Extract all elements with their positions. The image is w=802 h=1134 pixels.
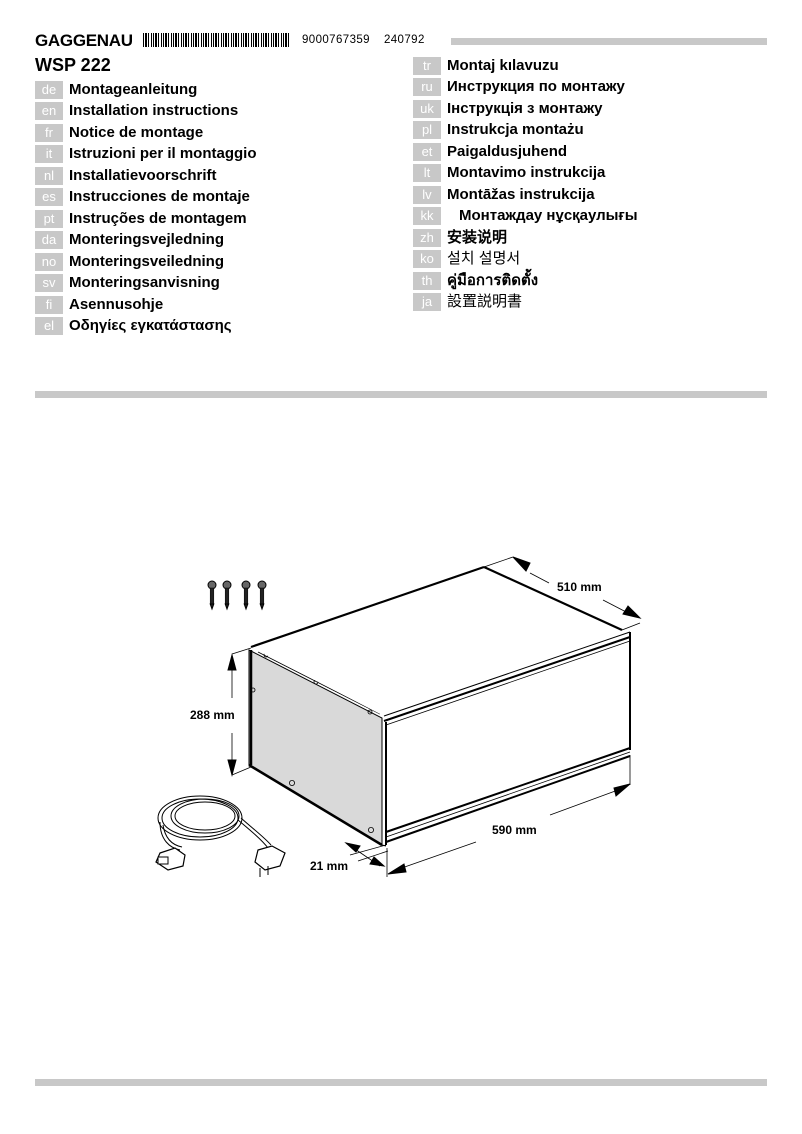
dimension-height-label: 288 mm [190, 708, 235, 722]
document-number: 9000767359 240792 [302, 33, 439, 47]
language-item-et: et Paigaldusjuhend [413, 141, 638, 163]
dimension-width-label: 590 mm [492, 823, 537, 837]
footer-separator [35, 1079, 767, 1086]
lang-title: Asennusohje [69, 295, 164, 313]
language-item-da: da Monteringsvejledning [35, 230, 257, 252]
lang-code-badge: th [413, 271, 441, 290]
language-item-th: th คู่มือการติดตั้ง [413, 270, 638, 292]
lang-title: 設置説明書 [447, 293, 523, 311]
lang-code-badge: lt [413, 164, 441, 183]
lang-code-badge: da [35, 231, 63, 250]
language-item-pl: pl Instrukcja montażu [413, 120, 638, 142]
brand-logo: GAGGENAU [35, 31, 133, 50]
language-item-fr: fr Notice de montage [35, 122, 257, 144]
language-item-el: el Οδηγίες εγκατάστασης [35, 316, 257, 338]
lang-code-badge: it [35, 145, 63, 164]
lang-title: Monteringsveiledning [69, 252, 225, 270]
language-item-fi: fi Asennusohje [35, 294, 257, 316]
lang-title: Οδηγίες εγκατάστασης [69, 317, 232, 335]
dimension-front-offset [344, 842, 389, 867]
language-item-pt: pt Instruções de montagem [35, 208, 257, 230]
dimension-offset-label: 21 mm [310, 859, 349, 873]
barcode [143, 33, 289, 47]
lang-code-badge: pl [413, 121, 441, 140]
language-item-uk: uk Інструкція з монтажу [413, 98, 638, 120]
lang-code-badge: tr [413, 56, 441, 75]
model-title: WSP 222 [35, 55, 111, 75]
lang-code-badge: kk [413, 207, 441, 226]
lang-title: Instruções de montagem [69, 209, 247, 227]
language-item-nl: nl Installatievoorschrift [35, 165, 257, 187]
lang-code-badge: pt [35, 209, 63, 228]
lang-code-badge: ru [413, 78, 441, 97]
lang-title: Notice de montage [69, 123, 204, 141]
language-item-ko: ko 설치 설명서 [413, 249, 638, 271]
lang-code-badge: en [35, 102, 63, 121]
language-item-it: it Istruzioni per il montaggio [35, 144, 257, 166]
lang-code-badge: es [35, 188, 63, 207]
lang-title: Instrucciones de montaje [69, 188, 250, 206]
dimension-depth-label: 510 mm [557, 580, 602, 594]
language-item-sv: sv Monteringsanvisning [35, 273, 257, 295]
lang-code-badge: ko [413, 250, 441, 269]
doc-date: 240792 [383, 34, 425, 46]
language-item-kk: kk Монтаждау нұсқаулығы [413, 206, 638, 228]
doc-number: 9000767359 [302, 34, 370, 46]
language-list-left: de Montageanleitung en Installation instru… [35, 79, 257, 337]
lang-title: Инструкция по монтажу [447, 78, 625, 96]
language-list-right: tr Montaj kılavuzu ru Инструкция по монтаж… [413, 55, 638, 313]
lang-title: Installation instructions [69, 102, 239, 120]
lang-title: Montaj kılavuzu [447, 56, 559, 74]
power-cord-icon [155, 795, 286, 877]
lang-title: Montavimo instrukcija [447, 164, 606, 182]
lang-title: Інструкція з монтажу [447, 99, 603, 117]
lang-title: Monteringsvejledning [69, 231, 225, 249]
lang-code-badge: no [35, 252, 63, 271]
section-separator [35, 391, 767, 398]
language-item-zh: zh 安装说明 [413, 227, 638, 249]
dimension-width [386, 755, 631, 877]
lang-title: คู่มือการติดตั้ง [447, 271, 539, 289]
lang-code-badge: fr [35, 123, 63, 142]
lang-title: 安装说明 [447, 228, 508, 246]
language-item-lt: lt Montavimo instrukcija [413, 163, 638, 185]
lang-title: Montāžas instrukcija [447, 185, 595, 203]
lang-code-badge: nl [35, 166, 63, 185]
lang-code-badge: et [413, 142, 441, 161]
lang-title: Instrukcja montażu [447, 121, 584, 139]
lang-title: Paigaldusjuhend [447, 142, 568, 160]
language-item-tr: tr Montaj kılavuzu [413, 55, 638, 77]
lang-title: Istruzioni per il montaggio [69, 145, 257, 163]
lang-code-badge: fi [35, 295, 63, 314]
lang-title: 설치 설명서 [447, 250, 521, 268]
lang-title: Monteringsanvisning [69, 274, 220, 292]
lang-code-badge: uk [413, 99, 441, 118]
lang-code-badge: de [35, 80, 63, 99]
language-item-de: de Montageanleitung [35, 79, 257, 101]
lang-code-badge: ja [413, 293, 441, 312]
language-item-lv: lv Montāžas instrukcija [413, 184, 638, 206]
screws-icon [207, 580, 267, 611]
lang-title: Montageanleitung [69, 80, 198, 98]
lang-code-badge: sv [35, 274, 63, 293]
language-item-es: es Instrucciones de montaje [35, 187, 257, 209]
front-panel [381, 632, 631, 847]
lang-title: Installatievoorschrift [69, 166, 217, 184]
lang-code-badge: lv [413, 185, 441, 204]
lang-code-badge: el [35, 317, 63, 336]
lang-code-badge: zh [413, 228, 441, 247]
language-item-ja: ja 設置説明書 [413, 292, 638, 314]
lang-title: Монтаждау нұсқаулығы [459, 207, 638, 225]
language-item-no: no Monteringsveiledning [35, 251, 257, 273]
side-panel [248, 649, 383, 847]
header-bar [451, 38, 767, 45]
language-item-en: en Installation instructions [35, 101, 257, 123]
language-item-ru: ru Инструкция по монтажу [413, 77, 638, 99]
